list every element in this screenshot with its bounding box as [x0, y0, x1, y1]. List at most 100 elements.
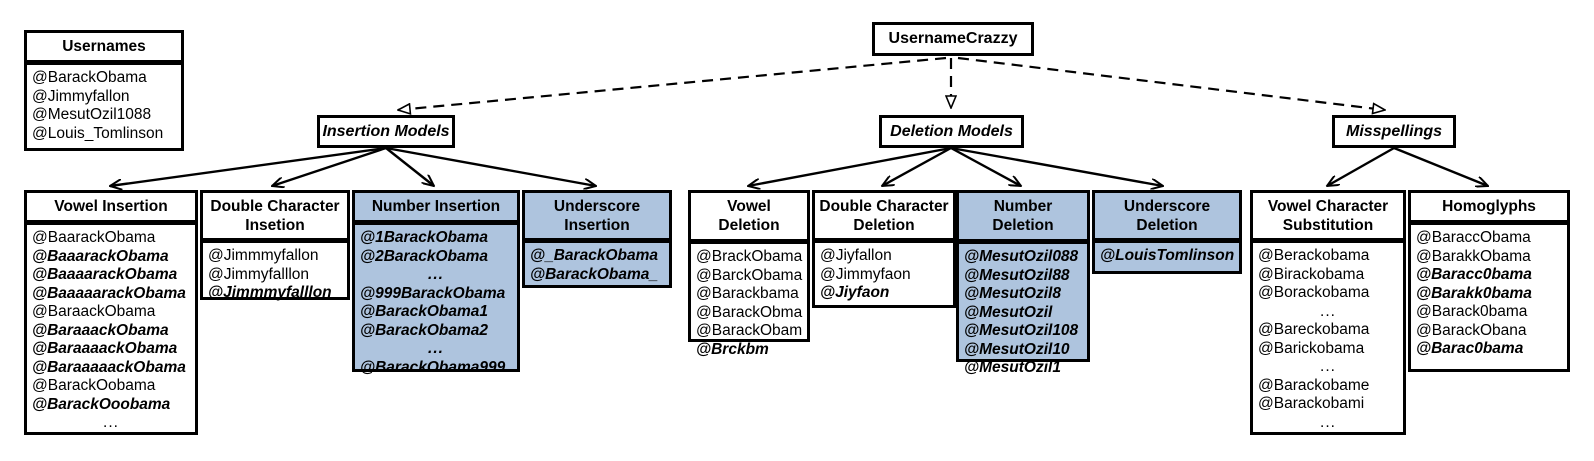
list-item: @_BarackObama [530, 247, 658, 264]
list-item: @Barack0bama [1416, 303, 1528, 320]
root-node-usernamecrazzy[interactable]: UsernameCrazzy [872, 22, 1034, 56]
list-item: @BarakkObama [1416, 247, 1531, 265]
list-item: @Barackobami [1258, 395, 1365, 412]
box-item-list: @1BarackObama@2BarackObama...@999BarackO… [355, 223, 517, 382]
edge-misspellings-children [1327, 146, 1488, 186]
list-item: @Louis_Tomlinson [32, 124, 164, 142]
list-item: @BarackObana [1416, 321, 1527, 339]
box-header: Double Character Insetion [203, 193, 347, 241]
box-item-list: @BaarackObama@BaaarackObama@BaaaarackOba… [27, 223, 195, 438]
list-item: @MesutOzil1088 [32, 106, 152, 123]
box-item-list: @LouisTomlinson [1095, 241, 1239, 271]
category-label-insertion-models: Insertion Models [322, 122, 450, 140]
box-item-list: @MesutOzil088@MesutOzil88@MesutOzil8@Mes… [959, 242, 1087, 383]
list-item: @BaraaaackObama [32, 340, 178, 357]
list-item: @999BarackObama [360, 284, 506, 302]
list-item: @2BarackObama [360, 247, 488, 265]
ellipsis-row: ... [103, 414, 119, 431]
list-item: @BaaaarackObama [32, 266, 178, 283]
list-item: @1BarackObama [360, 229, 488, 246]
box-item-list: @Jimmmyfallon@Jimmyfalllon@Jimmmyfalllon [203, 241, 347, 308]
list-item: @MesutOzil8 [964, 285, 1061, 302]
list-item: @Barac0bama [1416, 340, 1524, 357]
list-item: @MesutOzil10 [964, 340, 1070, 358]
ellipsis-row: ... [428, 266, 444, 283]
box-header: Number Insertion [355, 193, 517, 223]
box-vowel-insertion: Vowel Insertion@BaarackObama@BaaarackOba… [24, 190, 198, 435]
list-item: @Baracc0bama [1416, 266, 1532, 283]
list-item: @Barickobama [1258, 339, 1365, 357]
box-header: Number Deletion [959, 193, 1087, 242]
list-item: @MesutOzil1 [964, 359, 1061, 376]
box-item-list: @BrackObama@BarckObama@Barackbama@Barack… [691, 242, 807, 364]
ellipsis-row: ... [1320, 302, 1336, 320]
list-item: @Birackobama [1258, 265, 1365, 283]
list-item: @BaraaaaackObama [32, 358, 186, 376]
list-item: @Jiyfallon [820, 247, 892, 264]
list-item: @LouisTomlinson [1100, 247, 1235, 264]
list-item: @Barackbama [696, 285, 799, 302]
list-item: @BaraaackObama [32, 321, 169, 339]
category-node-insertion-models[interactable]: Insertion Models [317, 115, 455, 148]
ellipsis-row: ... [1320, 413, 1336, 431]
usernames-list: @BarackObama@Jimmyfallon@MesutOzil1088@L… [27, 63, 181, 148]
list-item: @BaarackObama [32, 229, 156, 246]
list-item: @BrackObama [696, 248, 803, 265]
list-item: @MesutOzil [964, 303, 1053, 321]
list-item: @Jimmmyfallon [208, 247, 319, 264]
box-number-deletion: Number Deletion @MesutOzil088@MesutOzil88… [956, 190, 1090, 376]
root-node-label: UsernameCrazzy [888, 30, 1018, 47]
ellipsis-row: ... [1481, 358, 1497, 376]
edge-insertion-children [110, 146, 596, 186]
list-item: @Jimmyfallon [32, 87, 130, 105]
list-item: @Jimmmyfalllon [208, 284, 332, 301]
category-label-misspellings: Misspellings [1345, 122, 1443, 140]
list-item: @Borackobama [1258, 284, 1370, 301]
list-item: @MesutOzil108 [964, 322, 1079, 339]
list-item: @Jimmyfalllon [208, 265, 309, 283]
box-underscore-insertion: Underscore Insertion@_BarackObama@Barack… [522, 190, 672, 288]
box-header: Vowel Deletion [691, 193, 807, 242]
list-item: @BaraackObama [32, 303, 156, 320]
list-item: @Brckbm [696, 340, 769, 358]
list-item: @BarackObama [32, 69, 147, 86]
list-item: @BaraccObama [1416, 229, 1531, 246]
box-double-character-deletion: Double Character Deletion@Jiyfallon@Jimm… [812, 190, 956, 308]
ellipsis-row: ... [428, 340, 444, 357]
list-item: @BaaarackObama [32, 247, 169, 265]
usernames-box: Usernames @BarackObama@Jimmyfallon@Mesut… [24, 30, 184, 151]
edge-root-to-insertion-models [398, 56, 947, 110]
usernames-header: Usernames [27, 33, 181, 63]
list-item: @Berackobama [1258, 247, 1370, 264]
box-number-insertion: Number Insertion @1BarackObama@2BarackOba… [352, 190, 520, 376]
list-item: @BarackObama2 [360, 321, 488, 339]
category-node-deletion-models[interactable]: Deletion Models [879, 115, 1024, 148]
box-homoglyphs: Homoglyphs@BaraccObama@BarakkObama@Barac… [1408, 190, 1570, 376]
category-label-deletion-models: Deletion Models [890, 122, 1013, 140]
list-item: @BarackObma [696, 303, 803, 321]
list-item: @BarackOobama [32, 377, 156, 394]
box-item-list: @_BarackObama@BarackObama_ [525, 241, 669, 289]
list-item: @Barackobame [1258, 376, 1370, 394]
list-item: @Barakk0bama [1416, 284, 1532, 302]
edge-root-to-misspellings [957, 56, 1385, 110]
list-item: @Bareckobama [1258, 321, 1370, 338]
box-header: Underscore Deletion [1095, 193, 1239, 241]
box-item-list: @Jiyfallon@Jimmyfaon@Jiyfaon [815, 241, 953, 308]
box-header: Homoglyphs [1411, 193, 1567, 223]
box-underscore-deletion: Underscore Deletion @LouisTomlinson [1092, 190, 1242, 274]
box-item-list: @Berackobama@Birackobama@Borackobama...@… [1253, 241, 1403, 437]
list-item: @Jiyfaon [820, 284, 890, 301]
box-header: Underscore Insertion [525, 193, 669, 241]
box-item-list: @BaraccObama@BarakkObama@Baracc0bama@Bar… [1411, 223, 1567, 382]
box-vowel-character-substitution: Vowel Character Substitution@Berackobama… [1250, 190, 1406, 435]
box-header: Double Character Deletion [815, 193, 953, 241]
box-double-character-insertion: Double Character Insetion@Jimmmyfallon@J… [200, 190, 350, 301]
edge-deletion-children [748, 146, 1163, 186]
list-item: @Jimmyfaon [820, 265, 911, 283]
list-item: @BarckObama [696, 266, 803, 284]
list-item: @MesutOzil088 [964, 248, 1079, 265]
category-node-misspellings[interactable]: Misspellings [1332, 115, 1456, 148]
list-item: @MesutOzil88 [964, 266, 1070, 284]
